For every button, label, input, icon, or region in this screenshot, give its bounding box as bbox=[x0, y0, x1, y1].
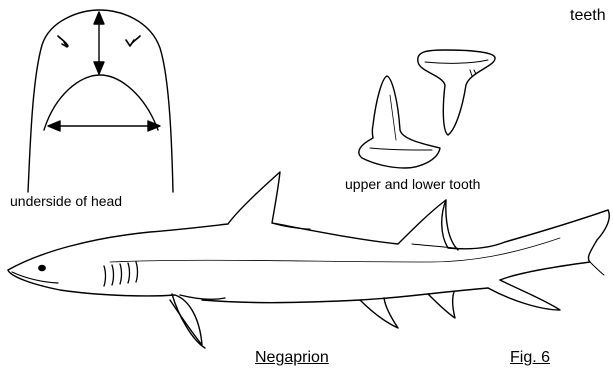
head-underside-drawing bbox=[28, 10, 173, 192]
genus-label: Negaprion bbox=[255, 349, 329, 367]
anal-fin bbox=[428, 292, 455, 318]
gill-slits bbox=[104, 262, 138, 286]
mouth-arc bbox=[44, 75, 158, 130]
caudal-notch bbox=[590, 262, 604, 275]
upper-tooth-shading bbox=[390, 95, 396, 140]
figure-number-label: Fig. 6 bbox=[510, 349, 550, 367]
shark-dorsal-outline bbox=[8, 172, 608, 270]
caudal-fin bbox=[500, 210, 609, 280]
head-caption: underside of head bbox=[10, 193, 122, 209]
upper-tooth-root-line bbox=[370, 148, 432, 150]
second-dorsal-fin bbox=[446, 200, 458, 250]
teeth-label: teeth bbox=[570, 7, 606, 25]
shark-eye bbox=[39, 265, 45, 270]
nostril-left bbox=[58, 36, 68, 47]
caudal-fin-lower-lobe bbox=[488, 280, 560, 310]
nostril-right bbox=[126, 36, 140, 46]
belly-line bbox=[202, 288, 488, 303]
head-outline bbox=[28, 10, 173, 192]
tooth-caption: upper and lower tooth bbox=[345, 176, 480, 192]
snout-arrowhead-top bbox=[94, 12, 104, 24]
lateral-line bbox=[110, 238, 560, 262]
lower-tooth-root-line bbox=[425, 60, 488, 63]
teeth-drawing bbox=[359, 50, 495, 168]
snout-arrowhead-bottom bbox=[94, 62, 104, 74]
upper-tooth bbox=[359, 76, 440, 168]
mouth-arrowhead-left bbox=[48, 121, 60, 131]
pelvic-fin bbox=[360, 298, 398, 328]
